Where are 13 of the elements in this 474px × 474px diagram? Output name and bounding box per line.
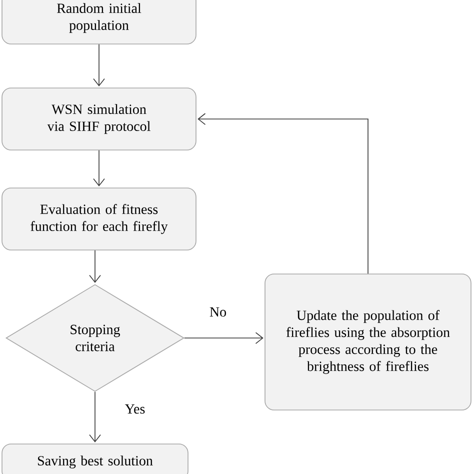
arrow <box>198 113 368 274</box>
process-box: Update the population of fireflies using the absorption process according to the brightness of fireflies <box>264 274 472 410</box>
process-box: Evaluation of fitness function for each firefly <box>2 188 196 250</box>
arrow <box>89 392 101 442</box>
arrow <box>89 250 101 283</box>
process-box: Saving best solution <box>2 444 188 474</box>
arrow <box>93 44 105 86</box>
process-box: WSN simulation via SIHF protocol <box>2 88 196 150</box>
arrow <box>93 150 105 186</box>
arrow <box>184 332 264 344</box>
edge-label: No <box>208 306 228 318</box>
edge-label: Yes <box>124 403 146 415</box>
process-box: Random initial population <box>2 0 196 44</box>
